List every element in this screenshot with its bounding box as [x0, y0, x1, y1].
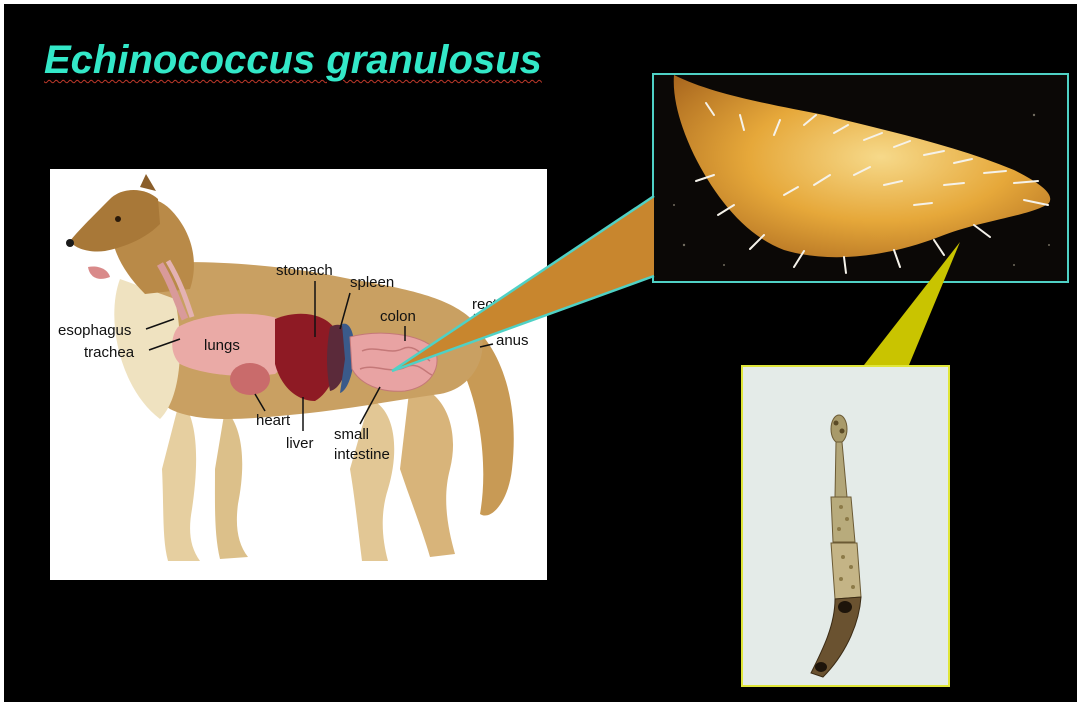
heart-organ	[230, 363, 270, 395]
dog-hind-leg	[400, 384, 455, 557]
dog-front-leg	[162, 399, 200, 561]
label-liver: liver	[286, 436, 314, 452]
label-rectum: rectum	[472, 297, 518, 313]
dog-tongue	[88, 266, 110, 278]
sucker-2	[840, 429, 845, 434]
tapeworm-micrograph	[743, 367, 948, 685]
label-colon: colon	[380, 309, 416, 325]
label-spleen: spleen	[350, 275, 394, 291]
dog-nose	[66, 239, 74, 247]
label-trachea: trachea	[84, 345, 134, 361]
label-heart: heart	[256, 413, 290, 429]
label-anus: anus	[496, 333, 529, 349]
slide: Echinococcus granulosus	[4, 4, 1077, 702]
macro-photo-panel	[652, 73, 1069, 283]
dog-ear	[140, 174, 156, 191]
dog-anatomy-diagram: stomach spleen rectum colon anus esophag…	[50, 169, 547, 580]
label-esophagus: esophagus	[58, 323, 131, 339]
label-stomach: stomach	[276, 263, 333, 279]
dog-eye	[115, 216, 121, 222]
micrograph-panel	[741, 365, 950, 687]
dog-hind-leg-far	[350, 399, 394, 561]
dog-front-leg-far	[215, 409, 248, 559]
immature-proglottid	[831, 497, 855, 542]
macro-photo-illustration	[654, 75, 1067, 281]
label-small-intestine-line2: intestine	[334, 447, 390, 463]
genital-pore	[838, 601, 852, 613]
slide-title: Echinococcus granulosus	[44, 38, 542, 83]
scolex	[831, 415, 847, 443]
egg-mass	[815, 662, 827, 672]
mature-proglottid	[831, 543, 861, 599]
dog-illustration	[50, 169, 547, 580]
label-lungs: lungs	[204, 338, 240, 354]
sucker	[834, 421, 839, 426]
label-small-intestine-line1: small	[334, 427, 369, 443]
